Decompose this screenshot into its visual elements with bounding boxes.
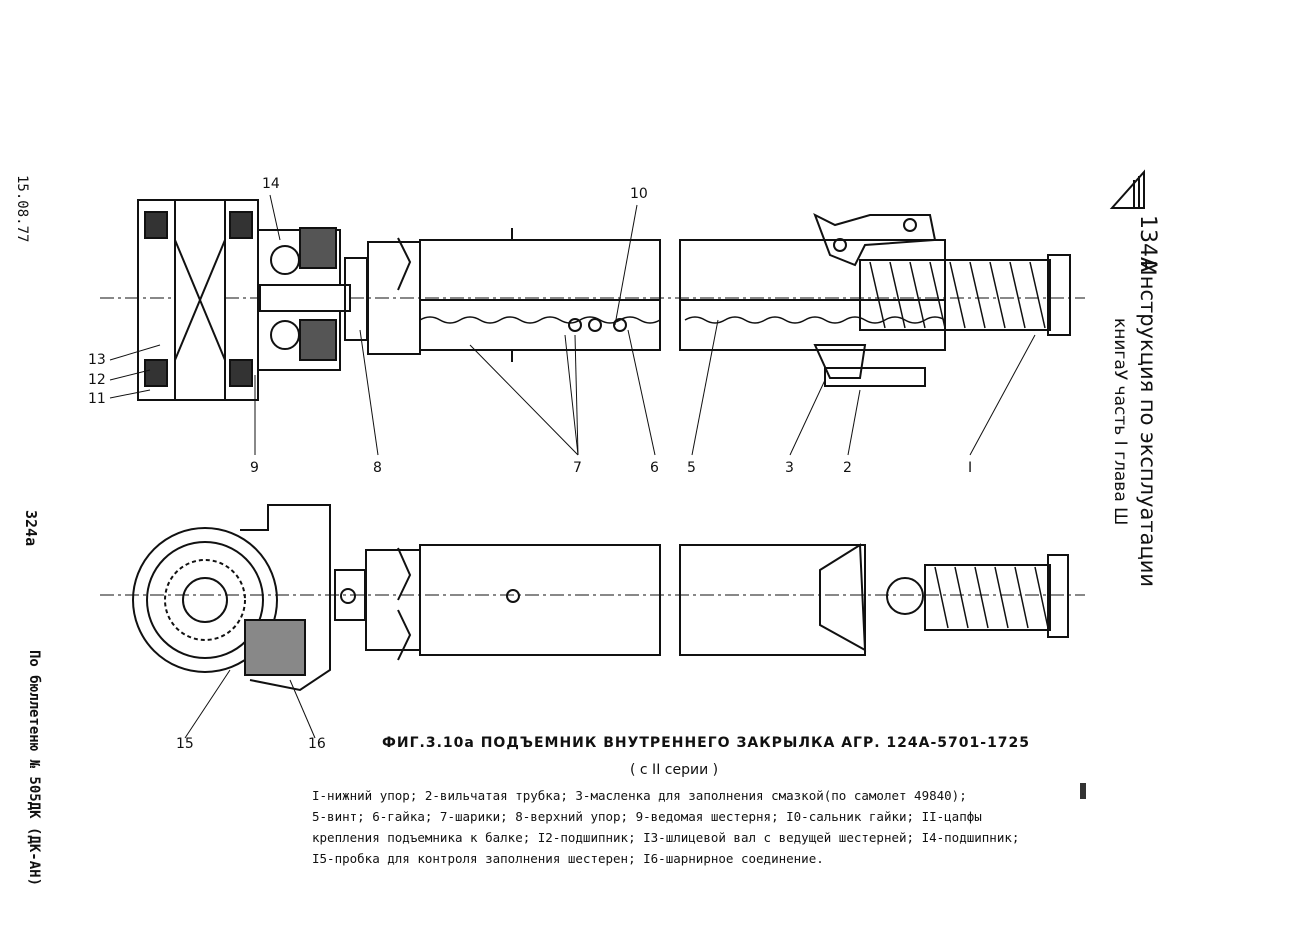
callout-6: 6 — [650, 460, 659, 476]
legend-line: 5-винт; 6-гайка; 7-шарики; 8-верхний упо… — [312, 809, 982, 824]
logo-mark — [1108, 168, 1148, 216]
callout-5: 5 — [687, 460, 696, 476]
scan-mark — [1080, 783, 1086, 799]
outer-tube-bottom — [419, 544, 661, 656]
screw — [859, 259, 1051, 331]
callout-11: 11 — [88, 391, 106, 407]
callout-10: 10 — [630, 186, 648, 202]
callout-1: I — [968, 460, 972, 476]
callout-15: 15 — [176, 736, 194, 752]
outer-tube — [419, 239, 661, 351]
callout-2: 2 — [843, 460, 852, 476]
callout-7: 7 — [573, 460, 582, 476]
gear-disc — [132, 527, 278, 673]
legend: I-нижний упор; 2-вильчатая трубка; 3-мас… — [312, 785, 1072, 869]
callout-9: 9 — [250, 460, 259, 476]
callout-3: 3 — [785, 460, 794, 476]
figure-series: ( с II серии ) — [630, 762, 719, 778]
legend-line: I-нижний упор; 2-вильчатая трубка; 3-мас… — [312, 788, 967, 803]
figure-caption: ФИГ.3.10а ПОДЪЕМНИК ВНУТРЕННЕГО ЗАКРЫЛКА… — [382, 735, 1031, 751]
callout-14: 14 — [262, 176, 280, 192]
callout-13: 13 — [88, 352, 106, 368]
callout-8: 8 — [373, 460, 382, 476]
legend-line: I5-пробка для контроля заполнения шестер… — [312, 851, 824, 866]
callout-12: 12 — [88, 372, 106, 388]
callout-16: 16 — [308, 736, 326, 752]
legend-line: крепления подъемника к балке; I2-подшипн… — [312, 830, 1020, 845]
screw-bottom — [924, 564, 1051, 631]
